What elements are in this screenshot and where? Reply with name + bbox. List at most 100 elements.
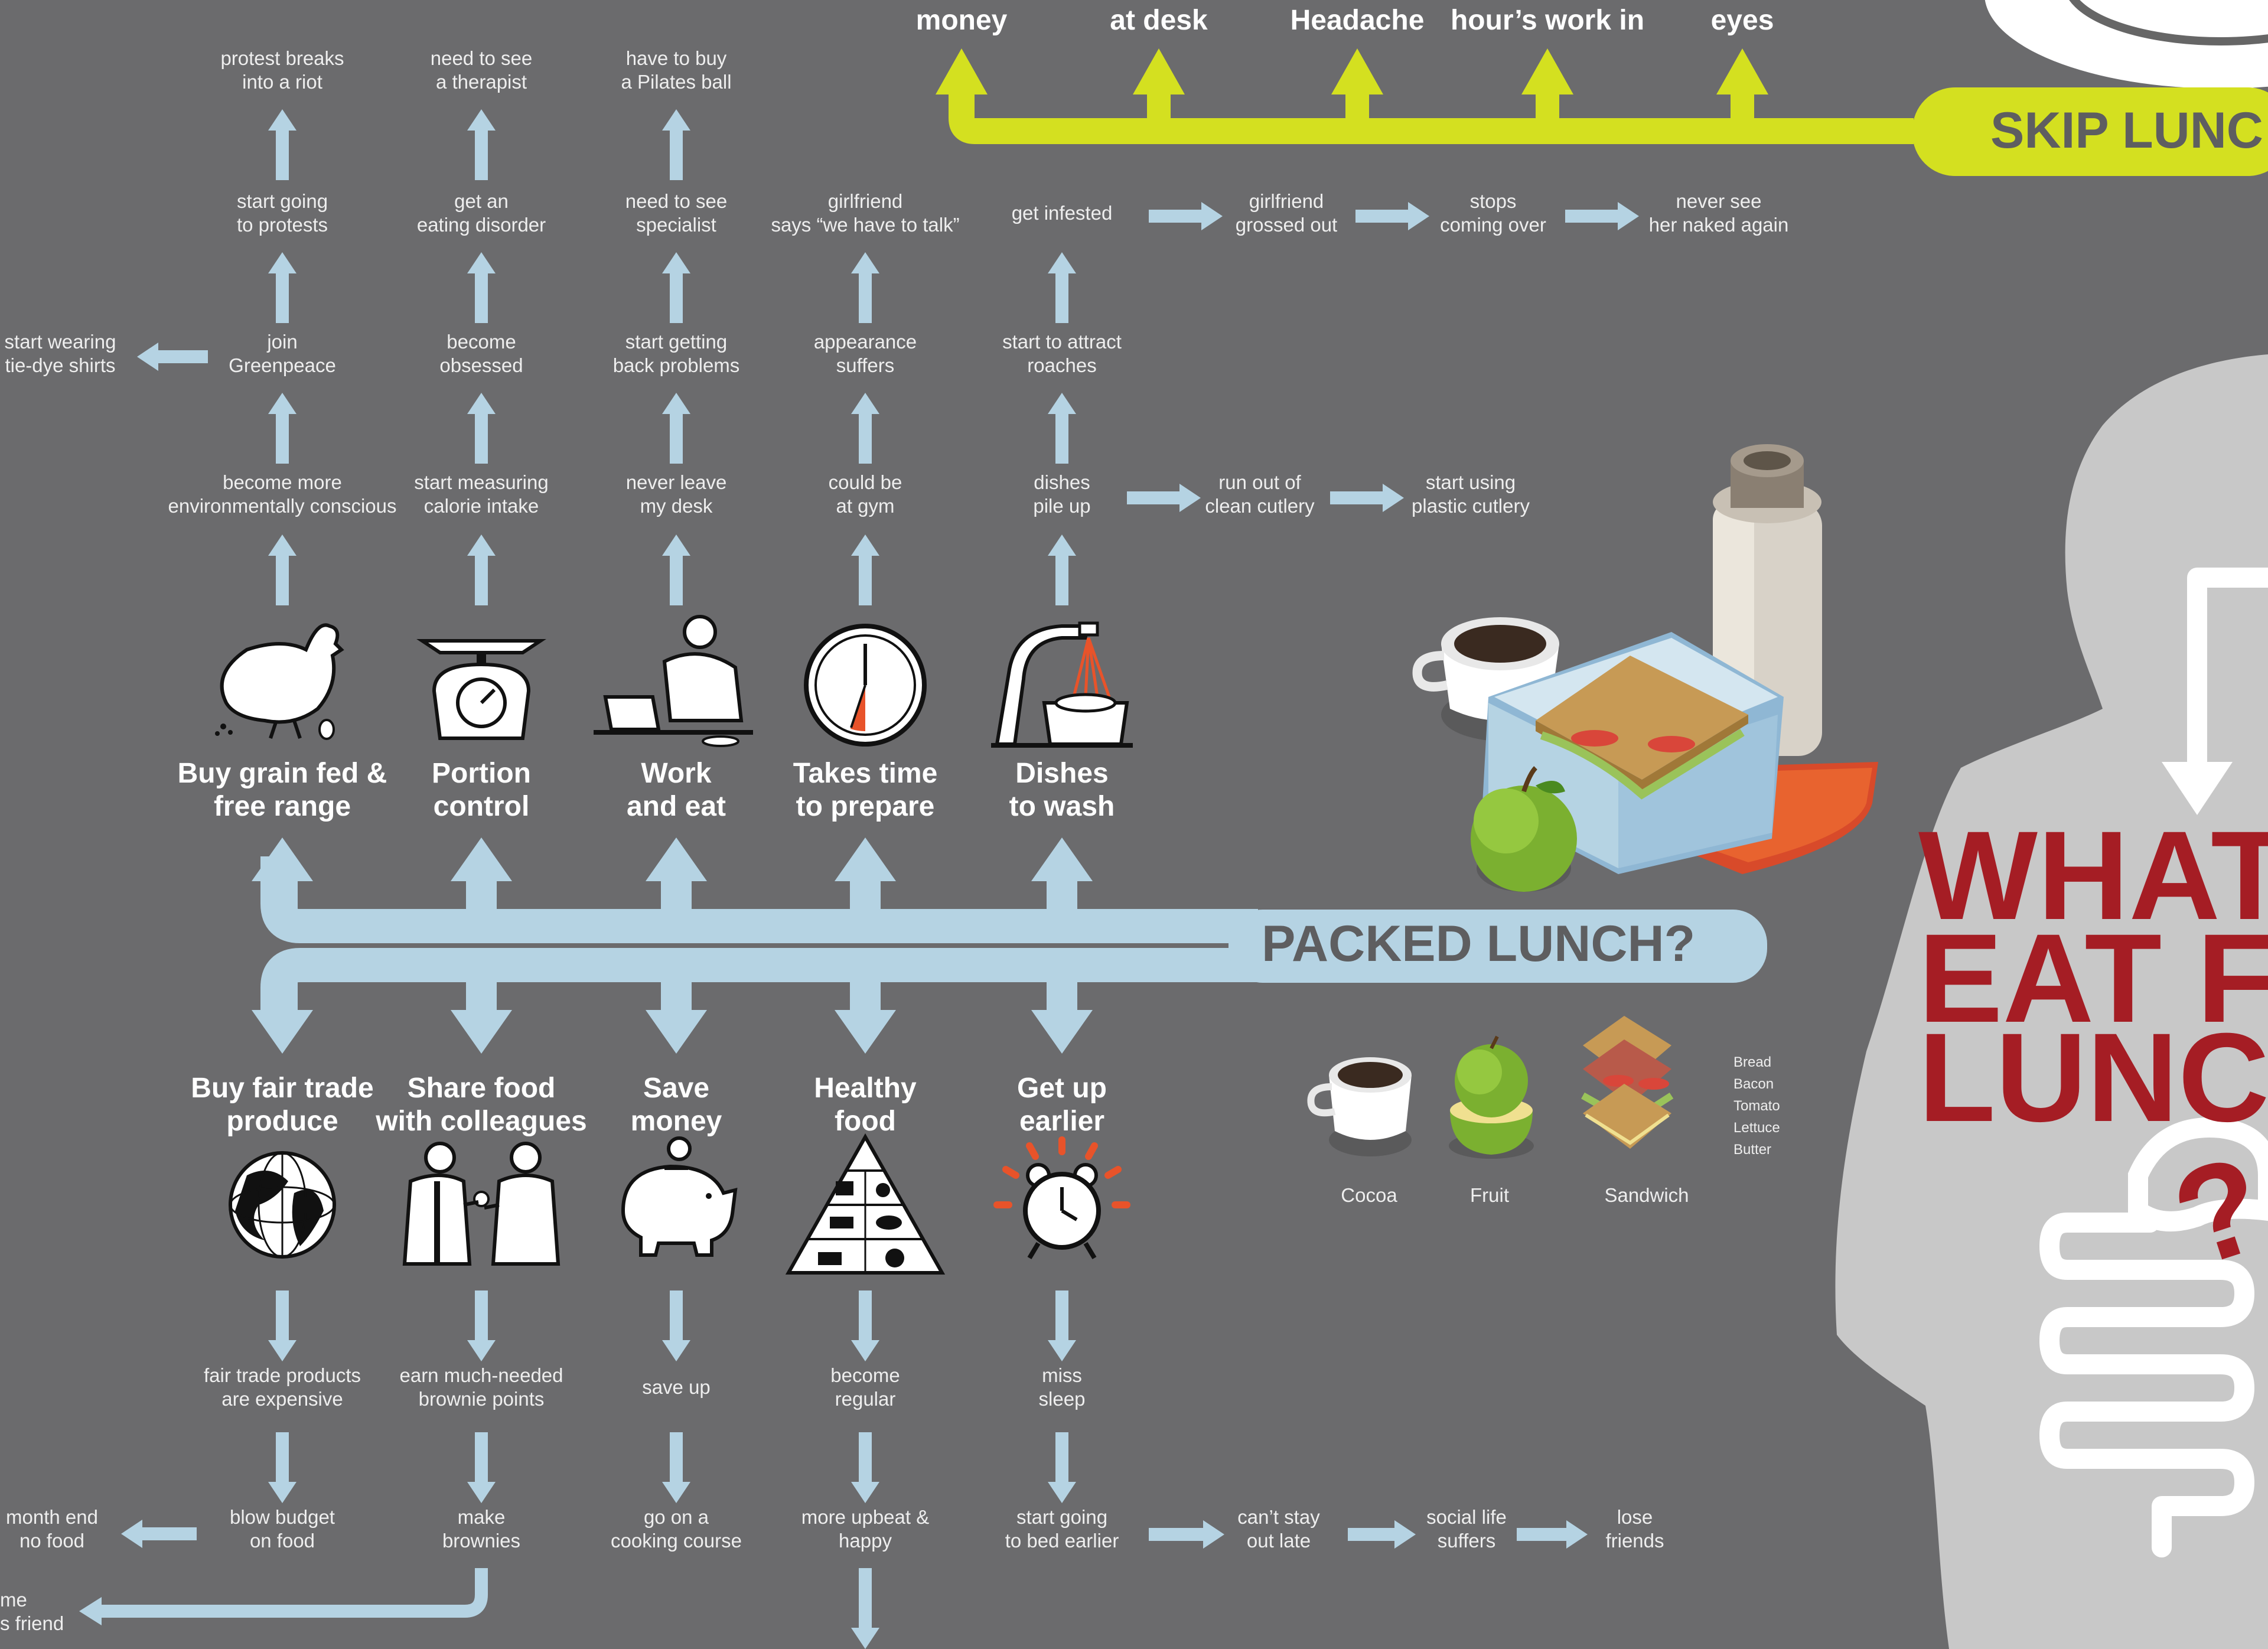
up-arrow-2-0 — [662, 393, 690, 464]
legend-sandwich-part: Tomato — [1733, 1098, 1780, 1114]
outcome-node-line2: sleep — [1039, 1388, 1086, 1410]
apple-icon — [1471, 766, 1577, 892]
outcome-node-line1: appearance — [814, 331, 917, 353]
outcome-node-line1: get an — [454, 190, 509, 212]
skip-hub-label: SKIP LUNC — [1990, 102, 2263, 159]
globe-icon — [229, 1151, 336, 1259]
side-node-infested-line2: grossed out — [1236, 214, 1337, 236]
outcome-node-line2: happy — [839, 1530, 892, 1552]
skip-option-label: money — [916, 5, 1008, 36]
outcome-node-line1: go on a — [644, 1506, 709, 1528]
poster-title: WHAT EAT F LUNC — [1918, 805, 2268, 1148]
option-line2: control — [434, 791, 530, 822]
outcome-node-line1: become more — [223, 471, 342, 493]
side-node-infested-line2: coming over — [1440, 214, 1546, 236]
outcome-node-line2: at gym — [836, 495, 894, 517]
skip-option-label: at desk — [1110, 5, 1208, 36]
packed-hub-pill — [1228, 910, 1767, 983]
arrow-infested-0 — [1149, 202, 1223, 230]
skip-arrow-1 — [1133, 48, 1185, 124]
arrow-brownies-to-friend — [100, 1568, 488, 1618]
skip-option-label: Headache — [1291, 5, 1425, 36]
side-node-sleep-line1: lose — [1617, 1506, 1653, 1528]
outcome-node-line1: start getting — [625, 331, 727, 353]
option-line2: food — [835, 1106, 896, 1137]
outcome-node-line1: make — [458, 1506, 506, 1528]
outcome-node-line1: never leave — [626, 471, 727, 493]
outcome-node-line1: could be — [829, 471, 902, 493]
legend-sandwich-part: Bread — [1733, 1054, 1771, 1070]
outcome-node-line2: brownies — [442, 1530, 520, 1552]
skip-hub-pill — [1912, 87, 2268, 176]
up-arrow-from-icon-2 — [662, 535, 690, 605]
outcome-node-line2: a Pilates ball — [621, 71, 731, 93]
outcome-node-line2: says “we have to talk” — [771, 214, 959, 236]
packed-down-branch-arrow-3 — [835, 964, 896, 1054]
option-line1: Work — [641, 758, 711, 789]
option-line2: to prepare — [796, 791, 935, 822]
title-line-3: LUNC — [1918, 1007, 2268, 1148]
side-node-sleep-line1: can’t stay — [1237, 1506, 1320, 1528]
outcome-node-line1: save up — [642, 1376, 711, 1398]
packed-down-branch-arrow-4 — [1031, 964, 1093, 1054]
down-arrow-3-0 — [851, 1432, 879, 1503]
outcome-node: get infested — [1012, 202, 1113, 224]
outcome-node-line1: blow budget — [230, 1506, 335, 1528]
option-line1: Dishes — [1015, 758, 1108, 789]
outcome-node-line1: start going — [1016, 1506, 1107, 1528]
up-arrow-3-1 — [851, 252, 879, 323]
stomach-arrow-icon — [2162, 762, 2233, 815]
option-line1: Healthy — [814, 1073, 917, 1104]
option-line1: Takes time — [793, 758, 938, 789]
outcome-node-line2: pile up — [1033, 495, 1090, 517]
legend-sandwich-part: Butter — [1733, 1142, 1771, 1158]
up-arrow-1-2 — [467, 109, 496, 180]
arrow-brownies-head — [79, 1597, 102, 1625]
title-line-2: EAT F — [1918, 908, 2268, 1049]
food-pyramid-icon — [785, 1133, 946, 1275]
outcome-node-line1: dishes — [1034, 471, 1090, 493]
lunchbox-illustration — [1412, 444, 1878, 892]
outcome-node-line2: suffers — [836, 354, 894, 376]
desk-worker-icon — [594, 615, 753, 747]
outcome-node-line1: get infested — [1012, 202, 1113, 224]
outcome-node-line1: become — [447, 331, 516, 353]
arrow-sleep-0 — [1149, 1520, 1224, 1549]
up-arrow-from-icon-3 — [851, 535, 879, 605]
down-arrow-from-icon-0 — [268, 1290, 296, 1361]
down-arrow-continues — [851, 1568, 879, 1649]
clock-icon — [804, 624, 927, 747]
down-arrow-2-0 — [662, 1432, 690, 1503]
plate-icon — [1984, 0, 2268, 89]
outcome-node-line2: are expensive — [221, 1388, 343, 1410]
option-line1: Buy fair trade — [191, 1073, 373, 1104]
outcome-node-line1: start measuring — [414, 471, 548, 493]
packed-down-branch-arrow-0 — [252, 964, 313, 1054]
up-arrow-2-2 — [662, 109, 690, 180]
packed-lunch-branch: PACKED LUNCH? — [252, 837, 1767, 1054]
up-arrow-1-1 — [467, 252, 496, 323]
side-node-tie-dye-line2: tie-dye shirts — [5, 354, 115, 376]
up-arrow-4-1 — [1048, 252, 1076, 323]
person-silhouette: ? — [1835, 354, 2268, 1649]
side-node-dishes-line2: clean cutlery — [1205, 495, 1315, 517]
outcome-node-line2: calorie intake — [424, 495, 539, 517]
option-line2: earlier — [1019, 1106, 1104, 1137]
side-node-month-end-line1: month end — [6, 1506, 98, 1528]
option-line1: Buy grain fed & — [178, 758, 387, 789]
